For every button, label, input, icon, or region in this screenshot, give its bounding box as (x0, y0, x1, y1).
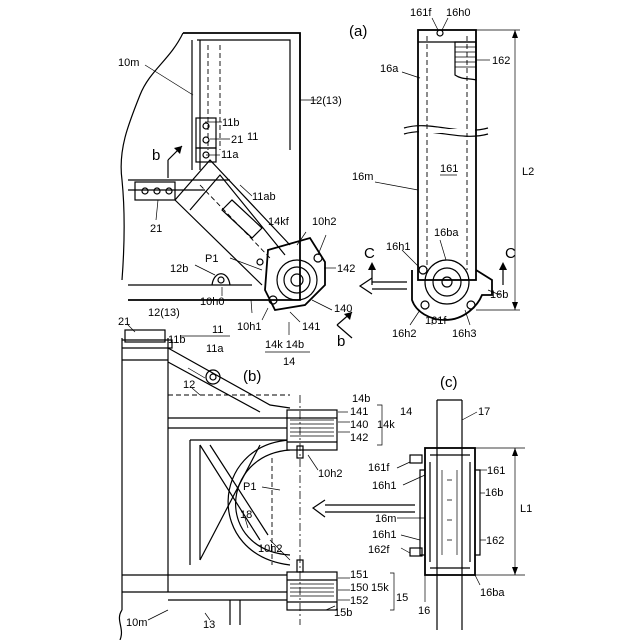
panel-label-c: (c) (440, 374, 458, 391)
label-c-16: 16 (418, 605, 430, 617)
label-12b: 12b (170, 263, 188, 275)
label-21-b: 21 (118, 316, 130, 328)
label-c-161: 161 (487, 465, 505, 477)
label-16m-top: 16m (352, 171, 373, 183)
label-L2: L2 (522, 166, 534, 178)
label-C-right: C (505, 245, 516, 262)
label-c-16h1: 16h1 (372, 480, 396, 492)
label-12-13-bottom: 12(13) (148, 307, 180, 319)
label-c-L1: L1 (520, 503, 532, 515)
label-10h0: 10h0 (200, 296, 224, 308)
label-b-18: 18 (240, 509, 252, 521)
panel-label-b: (b) (243, 368, 261, 385)
label-140: 140 (334, 303, 352, 315)
label-b-151: 151 (350, 569, 368, 581)
label-21-bottom: 21 (150, 223, 162, 235)
label-P1: P1 (205, 253, 218, 265)
label-10h2: 10h2 (312, 216, 336, 228)
label-141: 141 (302, 321, 320, 333)
label-b-13: 13 (203, 619, 215, 631)
label-16ba-top: 16ba (434, 227, 459, 239)
label-11b: 11b (222, 117, 240, 129)
label-b-10h2: 10h2 (318, 468, 342, 480)
label-21: 21 (231, 134, 243, 146)
label-16h2: 16h2 (392, 328, 416, 340)
label-b-12: 12 (183, 379, 195, 391)
label-b-15: 15 (396, 592, 408, 604)
label-16b-top: 16b (490, 289, 508, 301)
label-161-mid: 161 (440, 163, 458, 175)
label-b-arrow-top: b (152, 147, 160, 164)
label-c-16m: 16m (375, 513, 396, 525)
label-b-14k: 14k (377, 419, 395, 431)
label-b-11a: 11a (206, 343, 224, 355)
label-c-16ba: 16ba (480, 587, 505, 599)
label-11: 11 (247, 131, 258, 143)
label-b-141: 141 (350, 406, 368, 418)
label-161f-top: 161f (410, 7, 432, 19)
label-10m: 10m (118, 57, 139, 69)
label-b-140: 140 (350, 419, 368, 431)
label-b-14b: 14b (352, 393, 370, 405)
label-14kf: 14kf (268, 216, 290, 228)
label-C-left: C (364, 245, 375, 262)
label-c-16h1-lower: 16h1 (372, 529, 396, 541)
label-16a: 16a (380, 63, 399, 75)
label-10h1: 10h1 (237, 321, 261, 333)
label-11a: 11a (221, 149, 239, 161)
label-12-13-top: 12(13) (310, 95, 342, 107)
label-c-162f: 162f (368, 544, 390, 556)
label-b-15k: 15k (371, 582, 389, 594)
label-11ab: 11ab (252, 191, 276, 203)
panel-c-section-view (397, 400, 525, 630)
label-14: 14 (283, 356, 295, 368)
label-16h1-top: 16h1 (386, 241, 410, 253)
label-161f-bottom: 161f (425, 315, 447, 327)
label-16h3: 16h3 (452, 328, 476, 340)
label-16h0: 16h0 (446, 7, 470, 19)
label-b-arrow-bottom: b (337, 333, 345, 350)
label-c-16b: 16b (485, 487, 503, 499)
label-b-10m: 10m (126, 617, 147, 629)
label-b-14: 14 (400, 406, 412, 418)
label-b-142: 142 (350, 432, 368, 444)
label-c-17: 17 (478, 406, 490, 418)
label-162-top: 162 (492, 55, 510, 67)
label-b-10h2-lower: 10h2 (258, 543, 282, 555)
label-b-150: 150 (350, 582, 368, 594)
figure-labels: (a) (b) (c) 10m 12(13) 11b 11 21 11a b 1… (118, 7, 534, 631)
label-b-P1: P1 (243, 481, 256, 493)
label-c-161f: 161f (368, 462, 390, 474)
label-c-162: 162 (486, 535, 504, 547)
panel-label-a: (a) (349, 23, 367, 40)
label-b-11: 11 (212, 324, 223, 336)
label-142: 142 (337, 263, 355, 275)
panel-a-frame-view (121, 33, 352, 338)
label-b-152: 152 (350, 595, 368, 607)
label-14k-14b: 14k 14b (265, 339, 304, 351)
label-b-15b: 15b (334, 607, 352, 619)
